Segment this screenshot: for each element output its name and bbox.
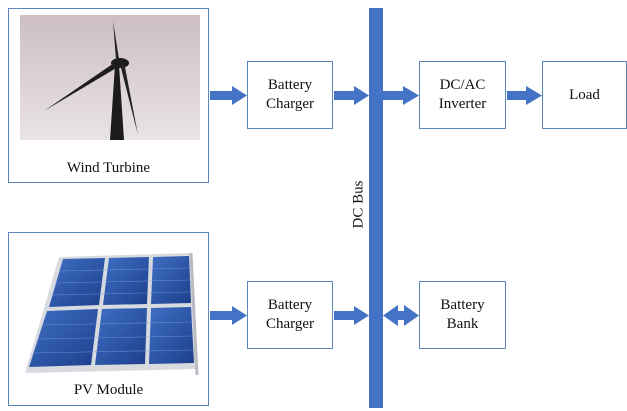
dc-bus-bar <box>369 8 383 408</box>
charger-bottom-line2: Charger <box>265 316 315 332</box>
wind-turbine-label: Wind Turbine <box>66 160 151 176</box>
arrow-charger-to-bus-bottom <box>334 306 369 325</box>
battery-charger-top: Battery Charger <box>247 61 333 129</box>
load-label: Load <box>569 86 600 103</box>
pv-module-label: PV Module <box>73 382 144 398</box>
load-box: Load <box>542 61 627 129</box>
solar-panel-icon <box>25 252 199 376</box>
arrow-wind-to-charger <box>210 86 247 105</box>
charger-top-line2: Charger <box>265 96 315 112</box>
wind-turbine-box: Wind Turbine <box>8 8 209 183</box>
dc-ac-inverter: DC/AC Inverter <box>419 61 506 129</box>
arrow-bus-to-inverter <box>383 86 419 105</box>
inverter-line1: DC/AC <box>439 77 486 93</box>
charger-bottom-line1: Battery <box>267 297 313 313</box>
arrow-charger-to-bus-top <box>334 86 369 105</box>
inverter-line2: Inverter <box>438 96 487 112</box>
dc-bus-label: DC Bus <box>350 180 367 229</box>
arrow-bus-battery-bidirectional <box>383 305 419 326</box>
battery-charger-bottom: Battery Charger <box>247 281 333 349</box>
pv-module-box: PV Module <box>8 232 209 406</box>
battery-bank-line1: Battery <box>440 297 485 313</box>
wind-turbine-icon <box>20 15 200 140</box>
battery-bank: Battery Bank <box>419 281 506 349</box>
battery-bank-line2: Bank <box>446 316 479 332</box>
arrow-inverter-to-load <box>507 86 542 105</box>
charger-top-line1: Battery <box>267 77 313 93</box>
arrow-pv-to-charger <box>210 306 247 325</box>
